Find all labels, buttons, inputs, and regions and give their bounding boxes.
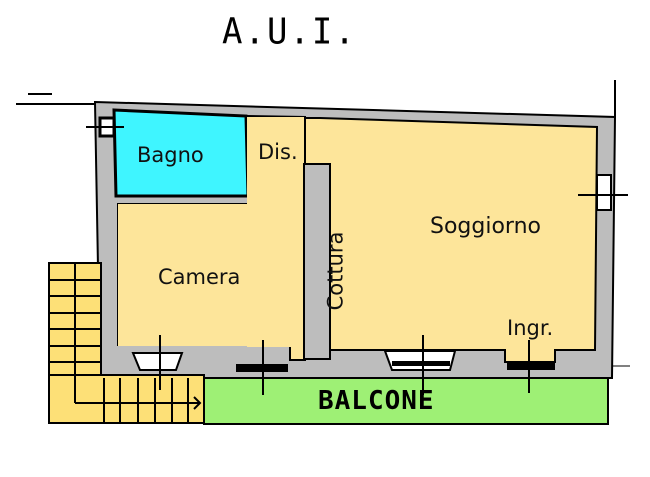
- window-east: [578, 174, 628, 211]
- door-camera: [236, 340, 288, 395]
- label-dis: Dis.: [258, 140, 298, 164]
- door-ingresso: [507, 340, 555, 393]
- label-camera: Camera: [158, 265, 241, 289]
- window-soggiorno: [383, 335, 457, 395]
- label-ingresso: Ingr.: [507, 316, 554, 340]
- label-balcone: BALCONE: [318, 386, 435, 416]
- plan-title: A.U.I.: [222, 11, 357, 53]
- staircase: [48, 262, 205, 424]
- room-soggiorno: [304, 117, 599, 363]
- window-camera: [131, 335, 184, 390]
- label-cottura: Cottura: [323, 231, 348, 311]
- balcony-area: [203, 377, 609, 425]
- label-bagno: Bagno: [137, 143, 204, 167]
- window-bagno: [86, 116, 124, 138]
- label-soggiorno: Soggiorno: [430, 214, 541, 239]
